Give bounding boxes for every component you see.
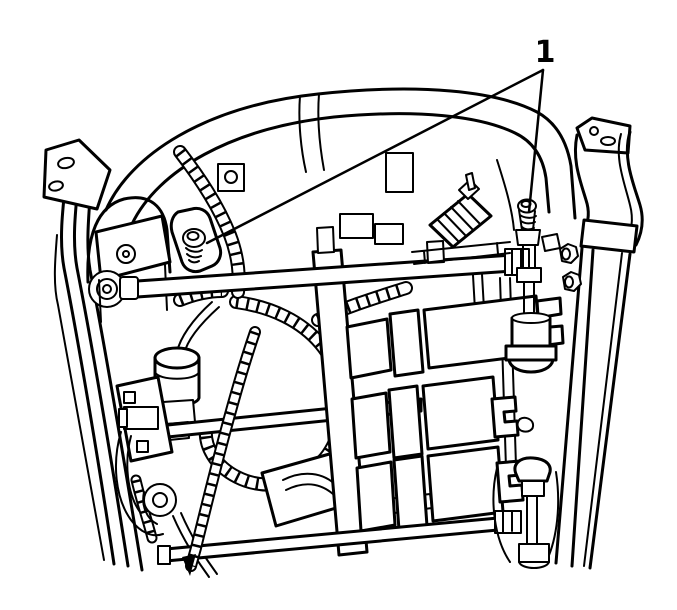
motor-2-body bbox=[421, 375, 500, 451]
lower-jackscrew bbox=[492, 456, 560, 569]
rod-ferrule-left bbox=[123, 406, 159, 430]
motor-assembly-2 bbox=[350, 375, 535, 460]
screw-threads bbox=[519, 214, 537, 231]
jackscrew-collar bbox=[521, 480, 545, 497]
headrest-seam-right bbox=[317, 93, 325, 171]
upper-jackscrew bbox=[504, 229, 561, 374]
right-mounting-bracket bbox=[573, 116, 644, 254]
right-shoulder-curve bbox=[496, 159, 515, 231]
connector-ledge bbox=[411, 241, 511, 265]
screw-left bbox=[169, 206, 223, 274]
relay-block-2 bbox=[374, 223, 404, 245]
jackscrew-collar bbox=[516, 267, 542, 283]
center-strut bbox=[311, 226, 369, 557]
rod-ferrule bbox=[494, 510, 522, 534]
harness-clip bbox=[516, 416, 535, 433]
lower-left-bracket bbox=[115, 375, 177, 537]
electrical-connector bbox=[339, 172, 511, 265]
motor-3-gearbox bbox=[392, 454, 429, 532]
leader-line-right bbox=[527, 68, 545, 214]
callout-1: 1 bbox=[205, 35, 556, 245]
rail-cross-band bbox=[579, 218, 639, 254]
harness-grommet-barrel bbox=[153, 346, 201, 441]
jackscrew-flange bbox=[504, 344, 558, 362]
wire-1b bbox=[183, 306, 220, 355]
motor-3-connector bbox=[355, 460, 397, 533]
bracket-hole-round bbox=[589, 126, 599, 136]
bracket-slot-upper bbox=[123, 391, 136, 404]
strut-tab bbox=[316, 226, 335, 254]
connector-pin bbox=[465, 172, 476, 191]
rod-tab bbox=[426, 240, 445, 264]
bracket-hole-lower bbox=[48, 180, 64, 192]
bracket-slot-lower bbox=[136, 440, 149, 453]
rod-end-cap-left bbox=[119, 276, 139, 300]
left-pivot-hub bbox=[88, 214, 172, 323]
motor-3-body bbox=[426, 445, 505, 523]
jackscrew-nut bbox=[515, 229, 541, 246]
callout-label: 1 bbox=[535, 35, 556, 70]
jackscrew-cap bbox=[513, 456, 552, 483]
rod-end-cap bbox=[157, 545, 171, 565]
rail-clip bbox=[541, 233, 561, 252]
left-mounting-bracket bbox=[42, 138, 112, 211]
connector-body bbox=[428, 192, 493, 249]
motor-1-gearbox bbox=[388, 308, 425, 378]
upper-cross-rod bbox=[119, 240, 530, 300]
motor-2-fork bbox=[490, 395, 520, 439]
motor-assembly-3 bbox=[355, 445, 525, 533]
bracket-hole-oval bbox=[600, 136, 616, 146]
bracket-hole-upper bbox=[57, 156, 75, 170]
frame-details bbox=[217, 152, 414, 193]
bottom-cross-rod bbox=[157, 510, 522, 565]
lower-hub bbox=[143, 483, 177, 517]
relay-block-1 bbox=[339, 213, 374, 239]
headrest-seam-left bbox=[298, 95, 307, 173]
upper-rect-hole bbox=[385, 152, 414, 193]
motor-1-connector bbox=[345, 317, 393, 380]
motor-2-gearbox bbox=[387, 384, 424, 460]
harness-diagonal-strap bbox=[182, 326, 261, 576]
strap-end-tip bbox=[182, 554, 196, 576]
screw-right bbox=[517, 198, 537, 231]
jackscrew-dome bbox=[507, 358, 555, 374]
jackscrew-base bbox=[518, 543, 550, 563]
pivot-bolt bbox=[116, 244, 136, 264]
leader-line-left bbox=[205, 68, 545, 245]
square-hole-plate bbox=[217, 163, 245, 192]
connector-ribs bbox=[436, 200, 481, 243]
left-side-rail bbox=[53, 148, 144, 572]
housing-left bbox=[492, 467, 511, 563]
screw-threads bbox=[185, 247, 203, 264]
wire-1 bbox=[176, 301, 213, 353]
motor-2-connector bbox=[350, 391, 392, 460]
right-side-rail bbox=[554, 243, 632, 570]
